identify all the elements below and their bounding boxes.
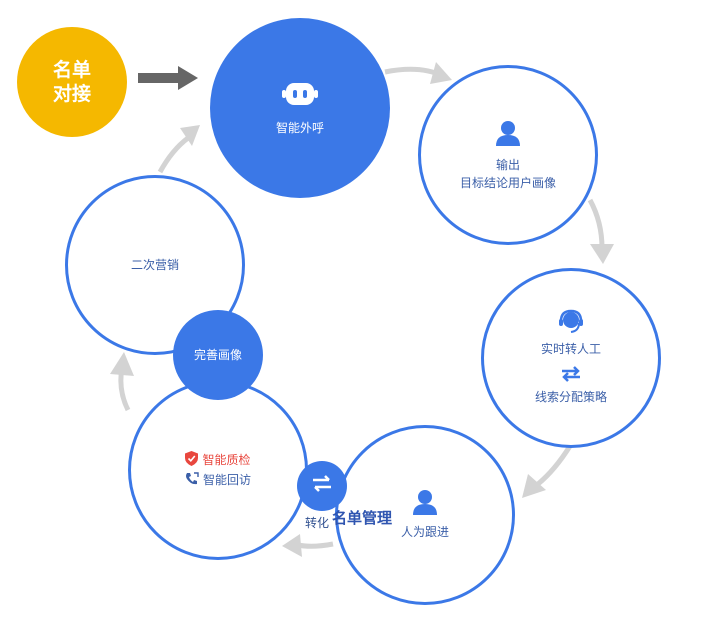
- arrowhead-output-to-transfer: [590, 244, 614, 264]
- swap-horizontal-icon: [311, 475, 333, 497]
- node-output-profile[interactable]: 输出 目标结论用户画像: [418, 65, 598, 245]
- node-improve-profile[interactable]: 完善画像: [173, 310, 263, 400]
- arrow-transfer-to-follow: [536, 444, 573, 486]
- node-output-line1: 输出: [495, 158, 520, 172]
- pointer-head: [178, 66, 198, 90]
- node-quality[interactable]: 智能质检 智能回访: [128, 380, 308, 560]
- node-transfer-line1: 实时转人工: [540, 342, 601, 356]
- start-badge-line2: 对接: [52, 83, 91, 105]
- start-badge-line1: 名单: [52, 59, 91, 81]
- overlay-list-management-label: 名单管理: [332, 509, 393, 527]
- convert-label: 转化: [305, 516, 330, 530]
- quality-row-2: 智能回访: [185, 470, 251, 490]
- node-quality-line2: 智能回访: [202, 473, 251, 487]
- convert-icon-button[interactable]: [297, 461, 347, 511]
- center-node-label: 智能外呼: [275, 121, 324, 135]
- node-follow-label: 人为跟进: [400, 525, 449, 539]
- pointer-shaft: [138, 73, 180, 83]
- node-follow-up[interactable]: 人为跟进: [335, 425, 515, 605]
- node-improve-label: 完善画像: [193, 348, 242, 362]
- arrow-follow-to-quality: [297, 541, 334, 549]
- user-icon: [495, 119, 521, 151]
- arrowhead-secondary-to-center: [180, 125, 200, 146]
- arrowhead-center-to-output: [430, 62, 452, 84]
- quality-row-1: 智能质检: [185, 450, 251, 470]
- shield-check-icon: [185, 450, 199, 470]
- arrowhead-follow-to-quality: [282, 534, 302, 557]
- node-output-line2: 目标结论用户画像: [459, 176, 556, 190]
- phone-callback-icon: [185, 471, 199, 490]
- node-transfer-line2: 线索分配策略: [534, 390, 607, 404]
- node-quality-line1: 智能质检: [202, 453, 251, 467]
- headset-icon: [559, 309, 583, 339]
- start-badge[interactable]: 名单 对接: [17, 27, 127, 137]
- robot-icon: [282, 79, 318, 113]
- arrowhead-transfer-to-follow: [522, 474, 546, 498]
- user-icon: [412, 488, 438, 520]
- node-secondary-label: 二次营销: [130, 258, 179, 272]
- swap-arrows-icon: [560, 365, 582, 387]
- arrow-secondary-to-center: [157, 136, 190, 174]
- arrow-output-to-transfer: [587, 198, 605, 249]
- arrowhead-quality-to-secondary: [110, 352, 134, 376]
- node-transfer[interactable]: 实时转人工 线索分配策略: [481, 268, 661, 448]
- center-node-ai-call[interactable]: 智能外呼: [210, 18, 390, 198]
